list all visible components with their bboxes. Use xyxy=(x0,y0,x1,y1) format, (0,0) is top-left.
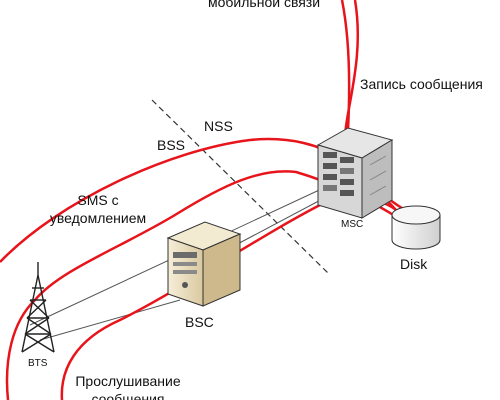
label-bsc: BSC xyxy=(185,314,214,330)
label-mobile-network: мобильной связи xyxy=(208,0,321,10)
label-sms-line1: SMS с xyxy=(77,192,119,208)
server-tower-icon[interactable] xyxy=(166,221,242,307)
label-msc: MSC xyxy=(341,219,364,230)
label-sms-line2: уведомлением xyxy=(49,210,147,226)
label-nss: NSS xyxy=(204,118,233,134)
label-listen-line2: сообщения xyxy=(91,391,165,400)
nss-bss-boundary xyxy=(151,99,331,276)
link-bts-bsc xyxy=(39,299,181,341)
link-bsc-msc xyxy=(229,194,331,249)
label-bss: BSS xyxy=(157,137,186,153)
disk-storage-icon[interactable] xyxy=(391,205,441,250)
cell-tower-icon[interactable] xyxy=(21,262,55,353)
signal-path-notify xyxy=(0,137,346,263)
label-bts: BTS xyxy=(28,358,48,369)
label-record-message: Запись сообщения xyxy=(360,76,483,92)
label-listen-line1: Прослушивание xyxy=(75,373,181,389)
label-disk: Disk xyxy=(400,256,428,272)
server-rack-icon[interactable] xyxy=(316,127,394,219)
